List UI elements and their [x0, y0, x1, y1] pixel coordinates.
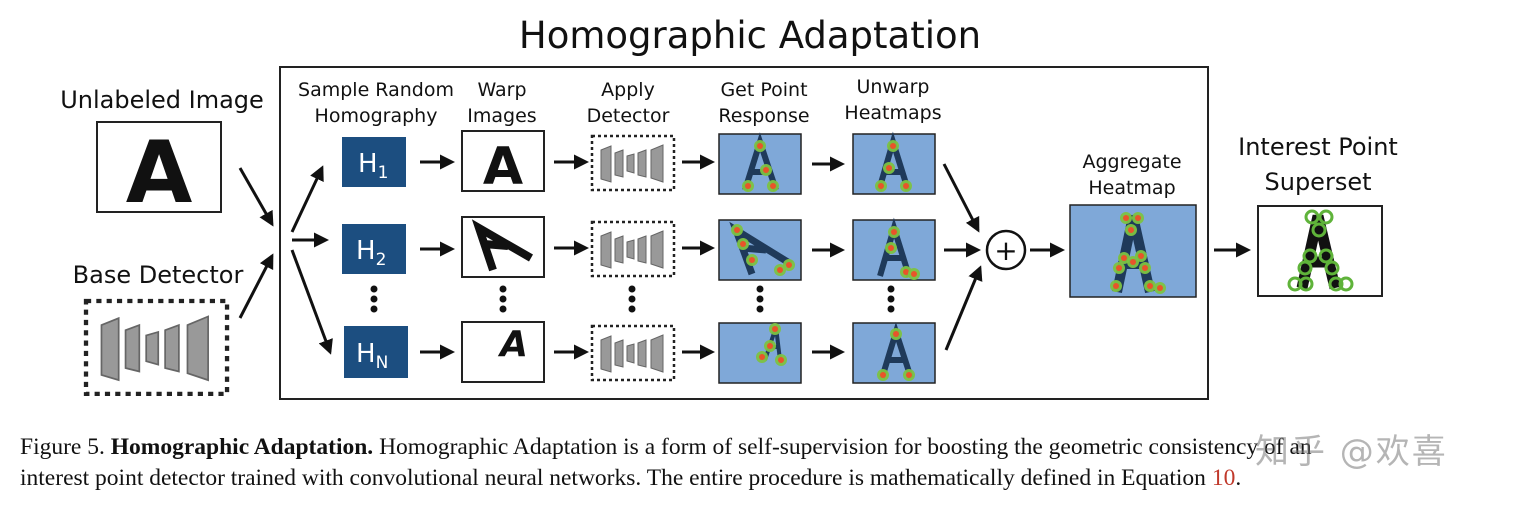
- heat-point: [1113, 262, 1125, 274]
- heat-point: [1154, 282, 1166, 294]
- heat-point: [769, 323, 781, 335]
- unlabeled-image-label: Unlabeled Image: [60, 86, 264, 114]
- heat-point: [731, 224, 743, 236]
- homography-box-2: [342, 224, 406, 274]
- heat-point: [875, 180, 887, 192]
- warped-image-n: [461, 321, 545, 383]
- heat-point: [746, 254, 758, 266]
- unlabeled-image-letter: A: [126, 123, 193, 223]
- heat-point: [754, 140, 766, 152]
- heat-point: [760, 164, 772, 176]
- heat-point: [764, 340, 776, 352]
- base-detector-icon: [86, 301, 227, 394]
- heat-point: [1135, 250, 1147, 262]
- caption-equation-ref[interactable]: 10: [1211, 465, 1236, 491]
- stage-sample-line1: Sample Random: [298, 79, 454, 101]
- caption-end: .: [1235, 465, 1242, 491]
- heat-point: [888, 226, 900, 238]
- detector-icon-1: [590, 134, 676, 192]
- heat-point: [1132, 212, 1144, 224]
- caption-line2: interest point detector trained with con…: [20, 465, 1206, 491]
- heat-point: [767, 180, 779, 192]
- diagram-title: Homographic Adaptation: [519, 14, 981, 57]
- caption-bold-title: Homographic Adaptation.: [110, 434, 374, 460]
- heat-point: [1110, 280, 1122, 292]
- plus-circle-icon: [985, 229, 1027, 271]
- heat-point: [887, 140, 899, 152]
- heat-point: [890, 328, 902, 340]
- stage-unwarp-line1: Unwarp: [856, 76, 929, 98]
- heat-point: [1139, 262, 1151, 274]
- heat-point: [885, 242, 897, 254]
- arrow-rown-to-sum: [944, 265, 983, 351]
- arrow-split-hn: [290, 249, 333, 355]
- stage-response-line2: Response: [718, 105, 809, 127]
- stage-sample-line2: Homography: [315, 105, 438, 127]
- stage-warp-line2: Images: [467, 105, 536, 127]
- adaptation-frame: [279, 66, 1209, 400]
- homography-label-1: H1: [358, 149, 388, 183]
- detector-icon-2: [590, 220, 676, 278]
- heat-point: [742, 180, 754, 192]
- heat-point: [756, 351, 768, 363]
- heat-point: [903, 369, 915, 381]
- arrow-row1-to-sum: [942, 163, 980, 233]
- plus-symbol: +: [994, 234, 1017, 267]
- heat-point: [1120, 212, 1132, 224]
- heat-point: [737, 238, 749, 250]
- caption-figure-label: Figure 5.: [20, 434, 105, 460]
- heat-point: [1125, 224, 1137, 236]
- homography-box-1: [342, 137, 406, 187]
- stage-apply-line1: Apply: [601, 79, 655, 101]
- aggregate-label-line1: Aggregate: [1082, 151, 1181, 173]
- output-label-line2: Superset: [1265, 168, 1372, 196]
- stage-response-line1: Get Point: [720, 79, 807, 101]
- homography-box-n: [344, 326, 408, 378]
- warped-image-1: [461, 130, 545, 192]
- heat-point: [775, 354, 787, 366]
- stage-apply-line2: Detector: [587, 105, 670, 127]
- heat-point: [774, 264, 786, 276]
- warped-letter-n: A: [497, 324, 528, 365]
- arrow-split-h1: [290, 165, 324, 233]
- ellipsis-icon: [370, 285, 895, 313]
- watermark: 知乎 @欢喜: [1255, 432, 1448, 472]
- aggregate-label-line2: Heatmap: [1088, 177, 1175, 199]
- stage-warp-line1: Warp: [477, 79, 526, 101]
- warped-letter-2: [471, 219, 533, 272]
- unwarp-heatmap-n: [852, 322, 936, 384]
- heat-point: [900, 180, 912, 192]
- heat-point: [883, 162, 895, 174]
- heat-point: [877, 369, 889, 381]
- heat-point: [1144, 280, 1156, 292]
- arrow-detector-to-split: [238, 253, 274, 319]
- unlabeled-image-box: [96, 121, 222, 213]
- detector-icon-n: [590, 324, 676, 382]
- caption-line1: Homographic Adaptation is a form of self…: [379, 434, 1312, 460]
- base-detector-label: Base Detector: [73, 261, 244, 289]
- arrow-image-to-split: [238, 167, 274, 227]
- homography-label-n: HN: [356, 339, 388, 373]
- heat-point: [908, 268, 920, 280]
- figure-caption: Figure 5. Homographic Adaptation. Homogr…: [20, 432, 1510, 494]
- output-label-line1: Interest Point: [1238, 133, 1398, 161]
- warped-letter-1: A: [483, 137, 523, 197]
- stage-unwarp-line2: Heatmaps: [844, 102, 941, 124]
- homography-label-2: H2: [356, 236, 386, 270]
